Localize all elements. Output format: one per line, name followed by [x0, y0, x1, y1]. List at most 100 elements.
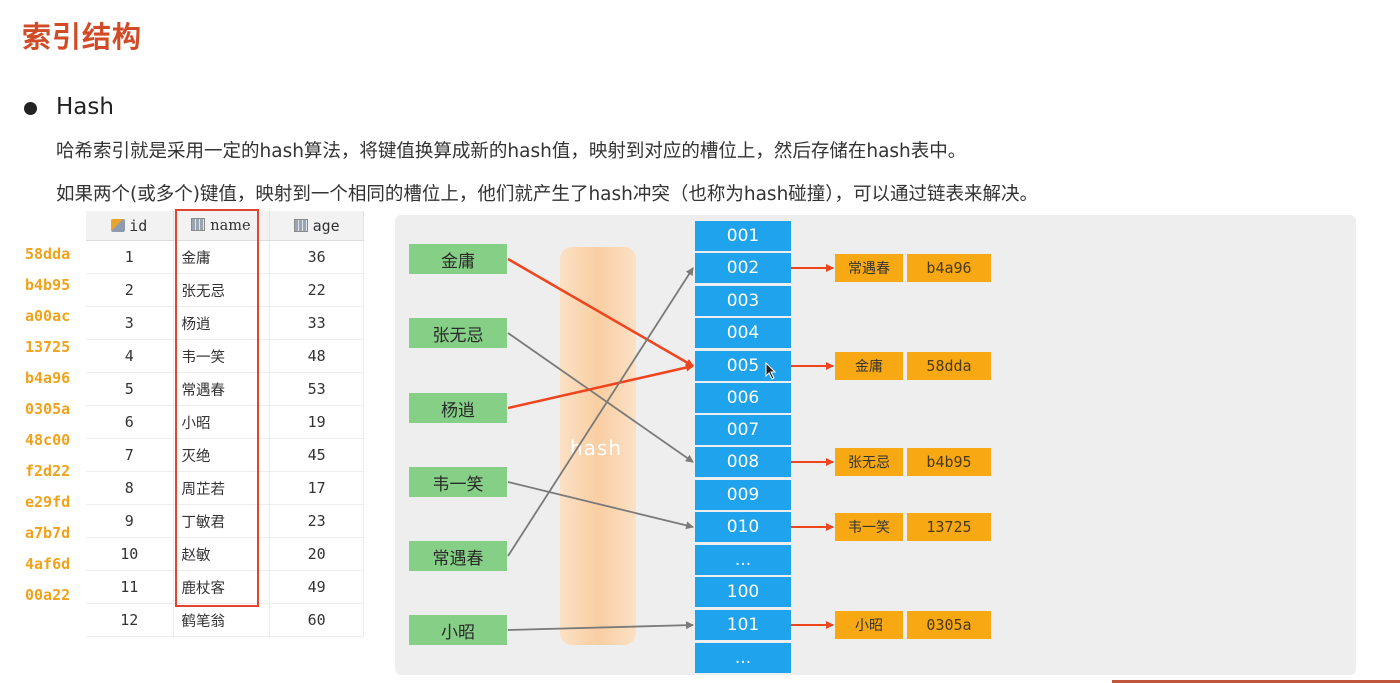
mapping-arrow — [507, 332, 694, 463]
hash-slot: ... — [695, 643, 791, 673]
bucket-entry-name: 小昭 — [835, 611, 903, 639]
cell-age: 45 — [269, 438, 364, 472]
table-header-row: id name age — [86, 211, 364, 241]
cell-age: 49 — [269, 570, 364, 604]
hash-slot: 010 — [695, 512, 791, 542]
mapping-arrow — [507, 267, 694, 557]
cell-age: 17 — [269, 471, 364, 505]
key-node: 韦一笑 — [409, 467, 507, 497]
hash-function-label: hash — [570, 436, 623, 460]
column-icon — [191, 217, 206, 231]
key-node: 常遇春 — [409, 541, 507, 571]
mouse-cursor-icon — [765, 362, 777, 380]
cell-name: 金庸 — [173, 240, 271, 274]
description-paragraph-1: 哈希索引就是采用一定的hash算法，将键值换算成新的hash值，映射到对应的槽位… — [56, 141, 967, 162]
cell-id: 1 — [86, 240, 174, 274]
cell-name: 鹤笔翁 — [173, 603, 271, 637]
cell-name: 杨逍 — [173, 306, 271, 340]
bucket-entry-name: 金庸 — [835, 352, 903, 380]
row-hash-code: 00a22 — [25, 586, 71, 604]
bucket-entry-name: 张无忌 — [835, 448, 903, 476]
hash-slot: 001 — [695, 221, 791, 251]
primary-key-icon — [111, 218, 126, 232]
column-header-id[interactable]: id — [86, 211, 174, 241]
bucket-entry-hash: 0305a — [907, 611, 991, 639]
hash-slot: ... — [695, 545, 791, 575]
column-header-age[interactable]: age — [269, 211, 364, 241]
accent-line — [1112, 680, 1400, 683]
cell-id: 11 — [86, 570, 174, 604]
cell-name: 鹿杖客 — [173, 570, 271, 604]
key-node: 小昭 — [409, 615, 507, 645]
cell-name: 周芷若 — [173, 471, 271, 505]
hash-slot: 009 — [695, 480, 791, 510]
cell-id: 10 — [86, 537, 174, 571]
row-hash-code: b4a96 — [25, 369, 71, 387]
row-hash-code: e29fd — [25, 493, 71, 511]
key-node: 金庸 — [409, 244, 507, 274]
bullet-dot — [24, 102, 37, 115]
column-header-age-label: age — [312, 216, 340, 235]
cell-id: 8 — [86, 471, 174, 505]
section-heading: Hash — [56, 94, 114, 120]
hash-diagram-panel — [395, 215, 1356, 675]
bucket-entry-name: 韦一笑 — [835, 513, 903, 541]
description-paragraph-2: 如果两个(或多个)键值，映射到一个相同的槽位上，他们就产生了hash冲突（也称为… — [56, 184, 1039, 205]
column-icon — [293, 218, 308, 232]
bucket-entry-hash: 13725 — [907, 513, 991, 541]
hash-slot: 002 — [695, 253, 791, 283]
cell-age: 33 — [269, 306, 364, 340]
page-title: 索引结构 — [22, 20, 143, 54]
cell-name: 丁敏君 — [173, 504, 271, 538]
cell-name: 小昭 — [173, 405, 271, 439]
hash-slot: 006 — [695, 383, 791, 413]
collision-mapping-arrow — [507, 257, 694, 368]
column-header-name-label: name — [210, 217, 251, 234]
row-hash-code: f2d22 — [25, 462, 71, 480]
cell-id: 7 — [86, 438, 174, 472]
cell-id: 6 — [86, 405, 174, 439]
hash-slot: 005 — [695, 351, 791, 381]
cell-name: 灭绝 — [173, 438, 271, 472]
bucket-entry-hash: 58dda — [907, 352, 991, 380]
row-hash-code: 0305a — [25, 400, 71, 418]
cell-id: 4 — [86, 339, 174, 373]
cell-name: 韦一笑 — [173, 339, 271, 373]
cell-age: 53 — [269, 372, 364, 406]
cell-id: 2 — [86, 273, 174, 307]
column-header-id-label: id — [129, 216, 148, 235]
cell-name: 张无忌 — [173, 273, 271, 307]
hash-function-band — [560, 247, 636, 645]
cell-age: 20 — [269, 537, 364, 571]
hash-slot: 003 — [695, 286, 791, 316]
row-hash-code: a7b7d — [25, 524, 71, 542]
hash-slot: 007 — [695, 415, 791, 445]
row-hash-code: 4af6d — [25, 555, 71, 573]
bucket-entry-hash: b4a96 — [907, 254, 991, 282]
collision-mapping-arrow — [507, 363, 694, 410]
hash-slot: 004 — [695, 318, 791, 348]
cell-name: 常遇春 — [173, 372, 271, 406]
row-hash-code: 58dda — [25, 245, 71, 263]
hash-slot: 008 — [695, 447, 791, 477]
bucket-entry-name: 常遇春 — [835, 254, 903, 282]
hash-slot: 101 — [695, 610, 791, 640]
cell-name: 赵敏 — [173, 537, 271, 571]
column-header-name[interactable]: name — [173, 211, 271, 241]
cell-id: 3 — [86, 306, 174, 340]
